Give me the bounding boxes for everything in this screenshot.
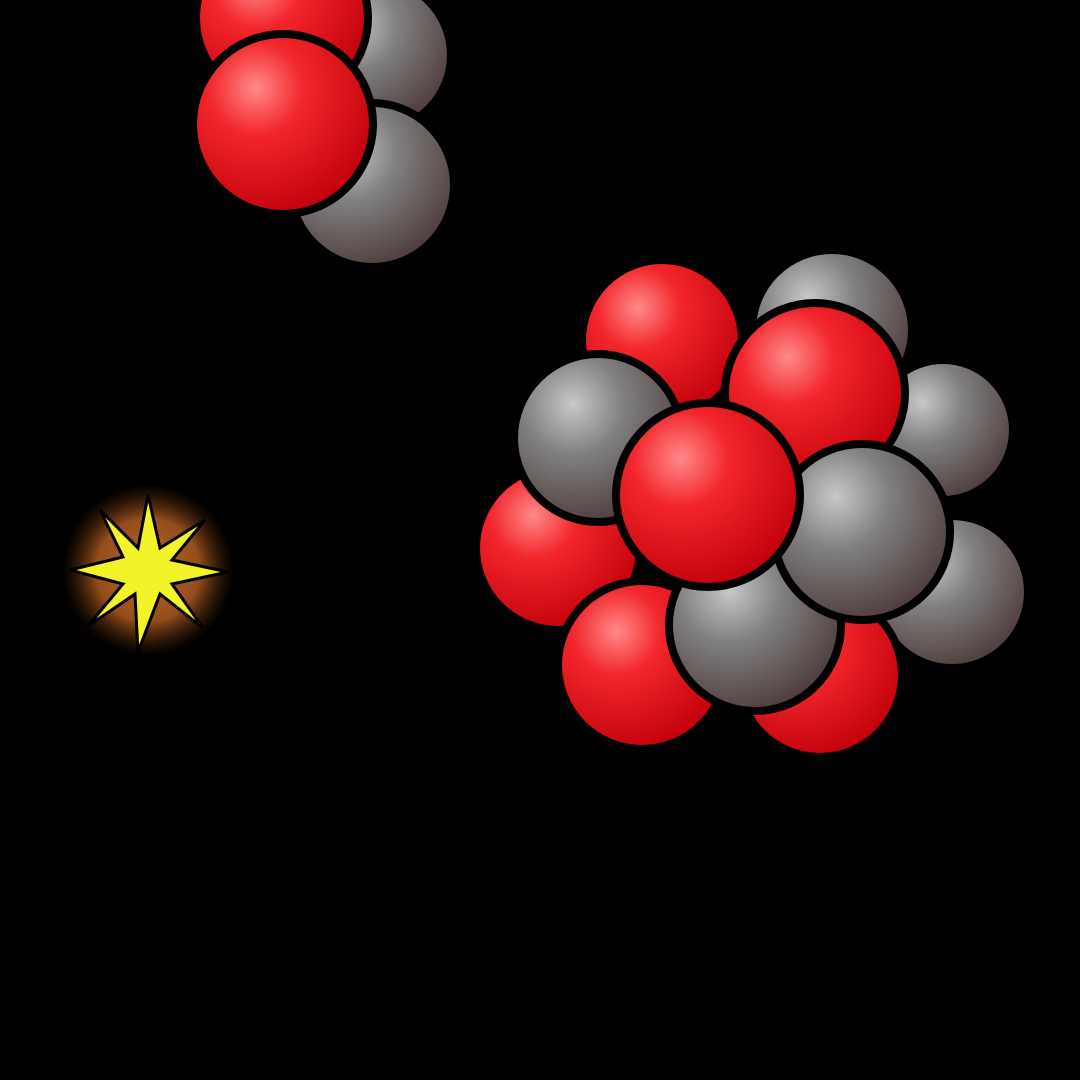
nucleus <box>472 246 1032 761</box>
energy-flash <box>62 484 234 656</box>
proton-sphere <box>612 399 804 591</box>
starburst-icon <box>69 494 229 653</box>
proton-sphere <box>189 30 377 218</box>
alpha-particle <box>189 0 458 271</box>
